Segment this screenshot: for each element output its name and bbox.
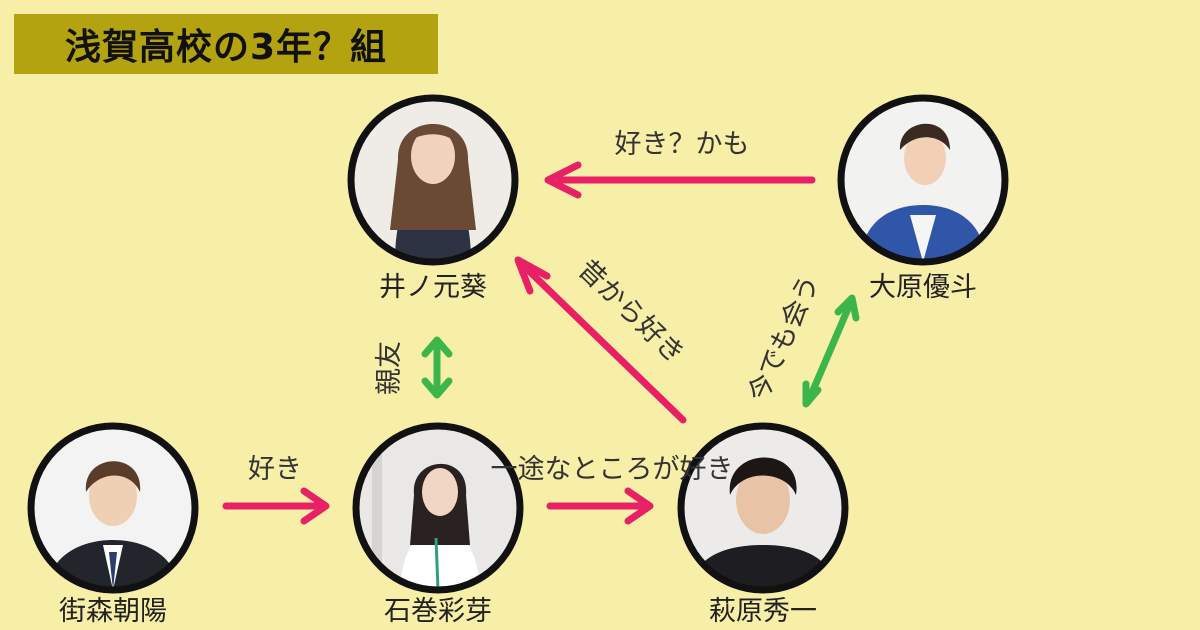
node-name-ishimaki: 石巻彩芽 <box>384 596 492 627</box>
node-name-machimori: 街森朝陽 <box>59 596 167 627</box>
man-portrait-icon <box>681 426 845 590</box>
node-name-hagiwara: 萩原秀一 <box>709 596 817 627</box>
edge-hagiwara-to-inono: 昔から好き <box>514 254 691 424</box>
node-name-inono: 井ノ元葵 <box>379 272 487 303</box>
edge-ohara-to-inono: 好き？かも <box>544 129 816 199</box>
edge-label-ishimaki-hagiwara: 一途なところが好き <box>491 454 734 485</box>
edge-ishimaki-inono: 親友 <box>374 336 453 399</box>
edge-ishimaki-to-hagiwara <box>546 487 654 525</box>
node-hagiwara: 萩原秀一 <box>677 422 849 627</box>
edge-hagiwara-ohara: 今でも会う <box>743 271 860 408</box>
man-portrait-icon <box>841 98 1005 262</box>
woman-portrait-icon <box>356 426 520 590</box>
edge-label-ohara-inono: 好き？かも <box>615 129 750 160</box>
edge-machimori-to-ishimaki: 好き <box>222 454 330 525</box>
node-machimori: 街森朝陽 <box>27 422 199 627</box>
node-ohara: 大原優斗 <box>837 94 1009 303</box>
node-ishimaki: 石巻彩芽 <box>352 422 524 627</box>
diagram-title: 浅賀高校の3年？組 <box>14 14 438 74</box>
node-inono: 井ノ元葵 <box>347 94 519 303</box>
node-name-ohara: 大原優斗 <box>869 272 977 303</box>
edge-label-hagiwara-inono: 昔から好き <box>572 254 691 370</box>
man-portrait-icon <box>31 426 195 590</box>
edge-label-machimori-ishimaki: 好き <box>248 454 302 485</box>
woman-portrait-icon <box>351 98 515 262</box>
edge-label-ishimaki-inono: 親友 <box>374 341 405 395</box>
